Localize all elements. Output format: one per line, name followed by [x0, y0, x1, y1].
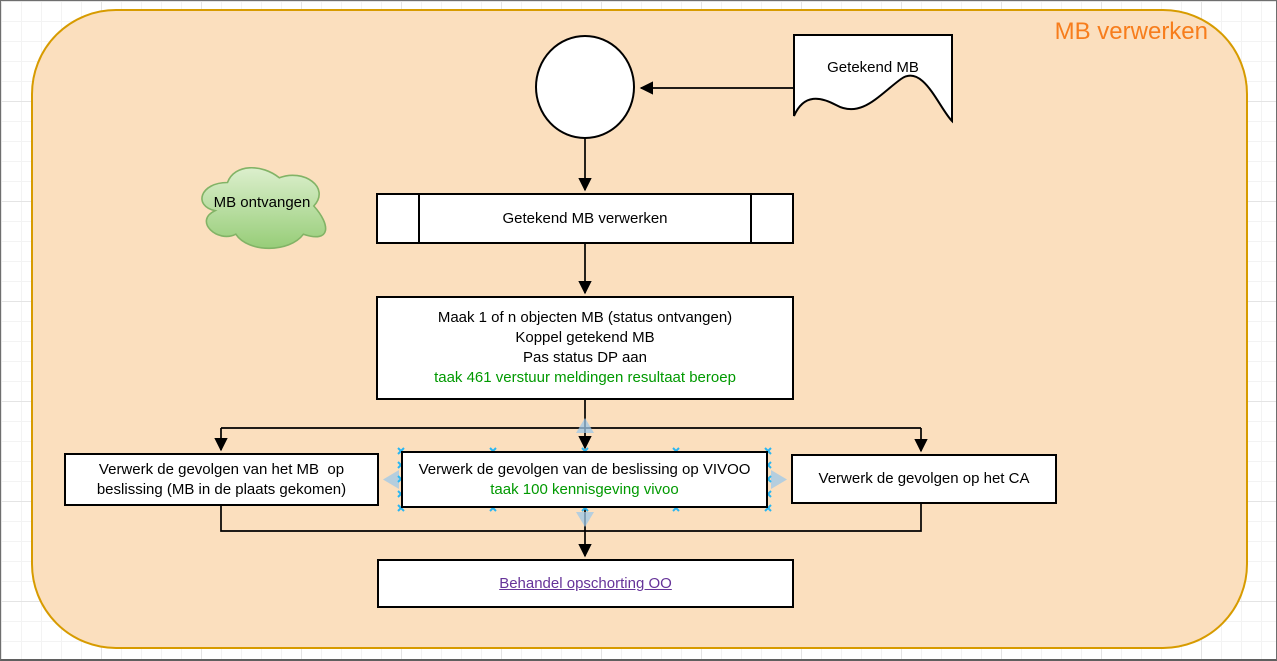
container-title: MB verwerken	[1054, 18, 1208, 45]
subprocess-box[interactable]: Getekend MB verwerken	[376, 193, 794, 244]
create-mb-line3: Pas status DP aan	[523, 349, 647, 366]
subprocess-right-bar	[750, 195, 752, 242]
middle-box-task-line: taak 100 kennisgeving vivoo	[490, 480, 679, 498]
cloud-label: MB ontvangen	[213, 194, 311, 211]
create-mb-line1: Maak 1 of n objecten MB (status ontvange…	[437, 309, 733, 326]
link-box[interactable]: Behandel opschorting OO	[377, 559, 794, 608]
document-label: Getekend MB	[827, 59, 919, 76]
link-box-label[interactable]: Behandel opschorting OO	[499, 574, 672, 592]
middle-vivoo-box[interactable]: Verwerk de gevolgen van de beslissing op…	[401, 451, 768, 508]
middle-box-line1: Verwerk de gevolgen van de beslissing op…	[418, 460, 751, 478]
create-mb-box[interactable]: Maak 1 of n objecten MB (status ontvange…	[376, 296, 794, 400]
create-mb-task-line: taak 461 verstuur meldingen resultaat be…	[434, 369, 736, 386]
subprocess-left-bar	[418, 195, 420, 242]
left-box-line1: Verwerk de gevolgen van het MB op	[98, 460, 345, 478]
left-box-line2: beslissing (MB in de plaats gekomen)	[96, 480, 347, 498]
left-consequences-box[interactable]: Verwerk de gevolgen van het MB op beslis…	[64, 453, 379, 506]
right-box-label: Verwerk de gevolgen op het CA	[818, 470, 1030, 487]
create-mb-line2: Koppel getekend MB	[515, 329, 655, 346]
right-ca-box[interactable]: Verwerk de gevolgen op het CA	[791, 454, 1057, 504]
subprocess-label: Getekend MB verwerken	[502, 209, 668, 227]
